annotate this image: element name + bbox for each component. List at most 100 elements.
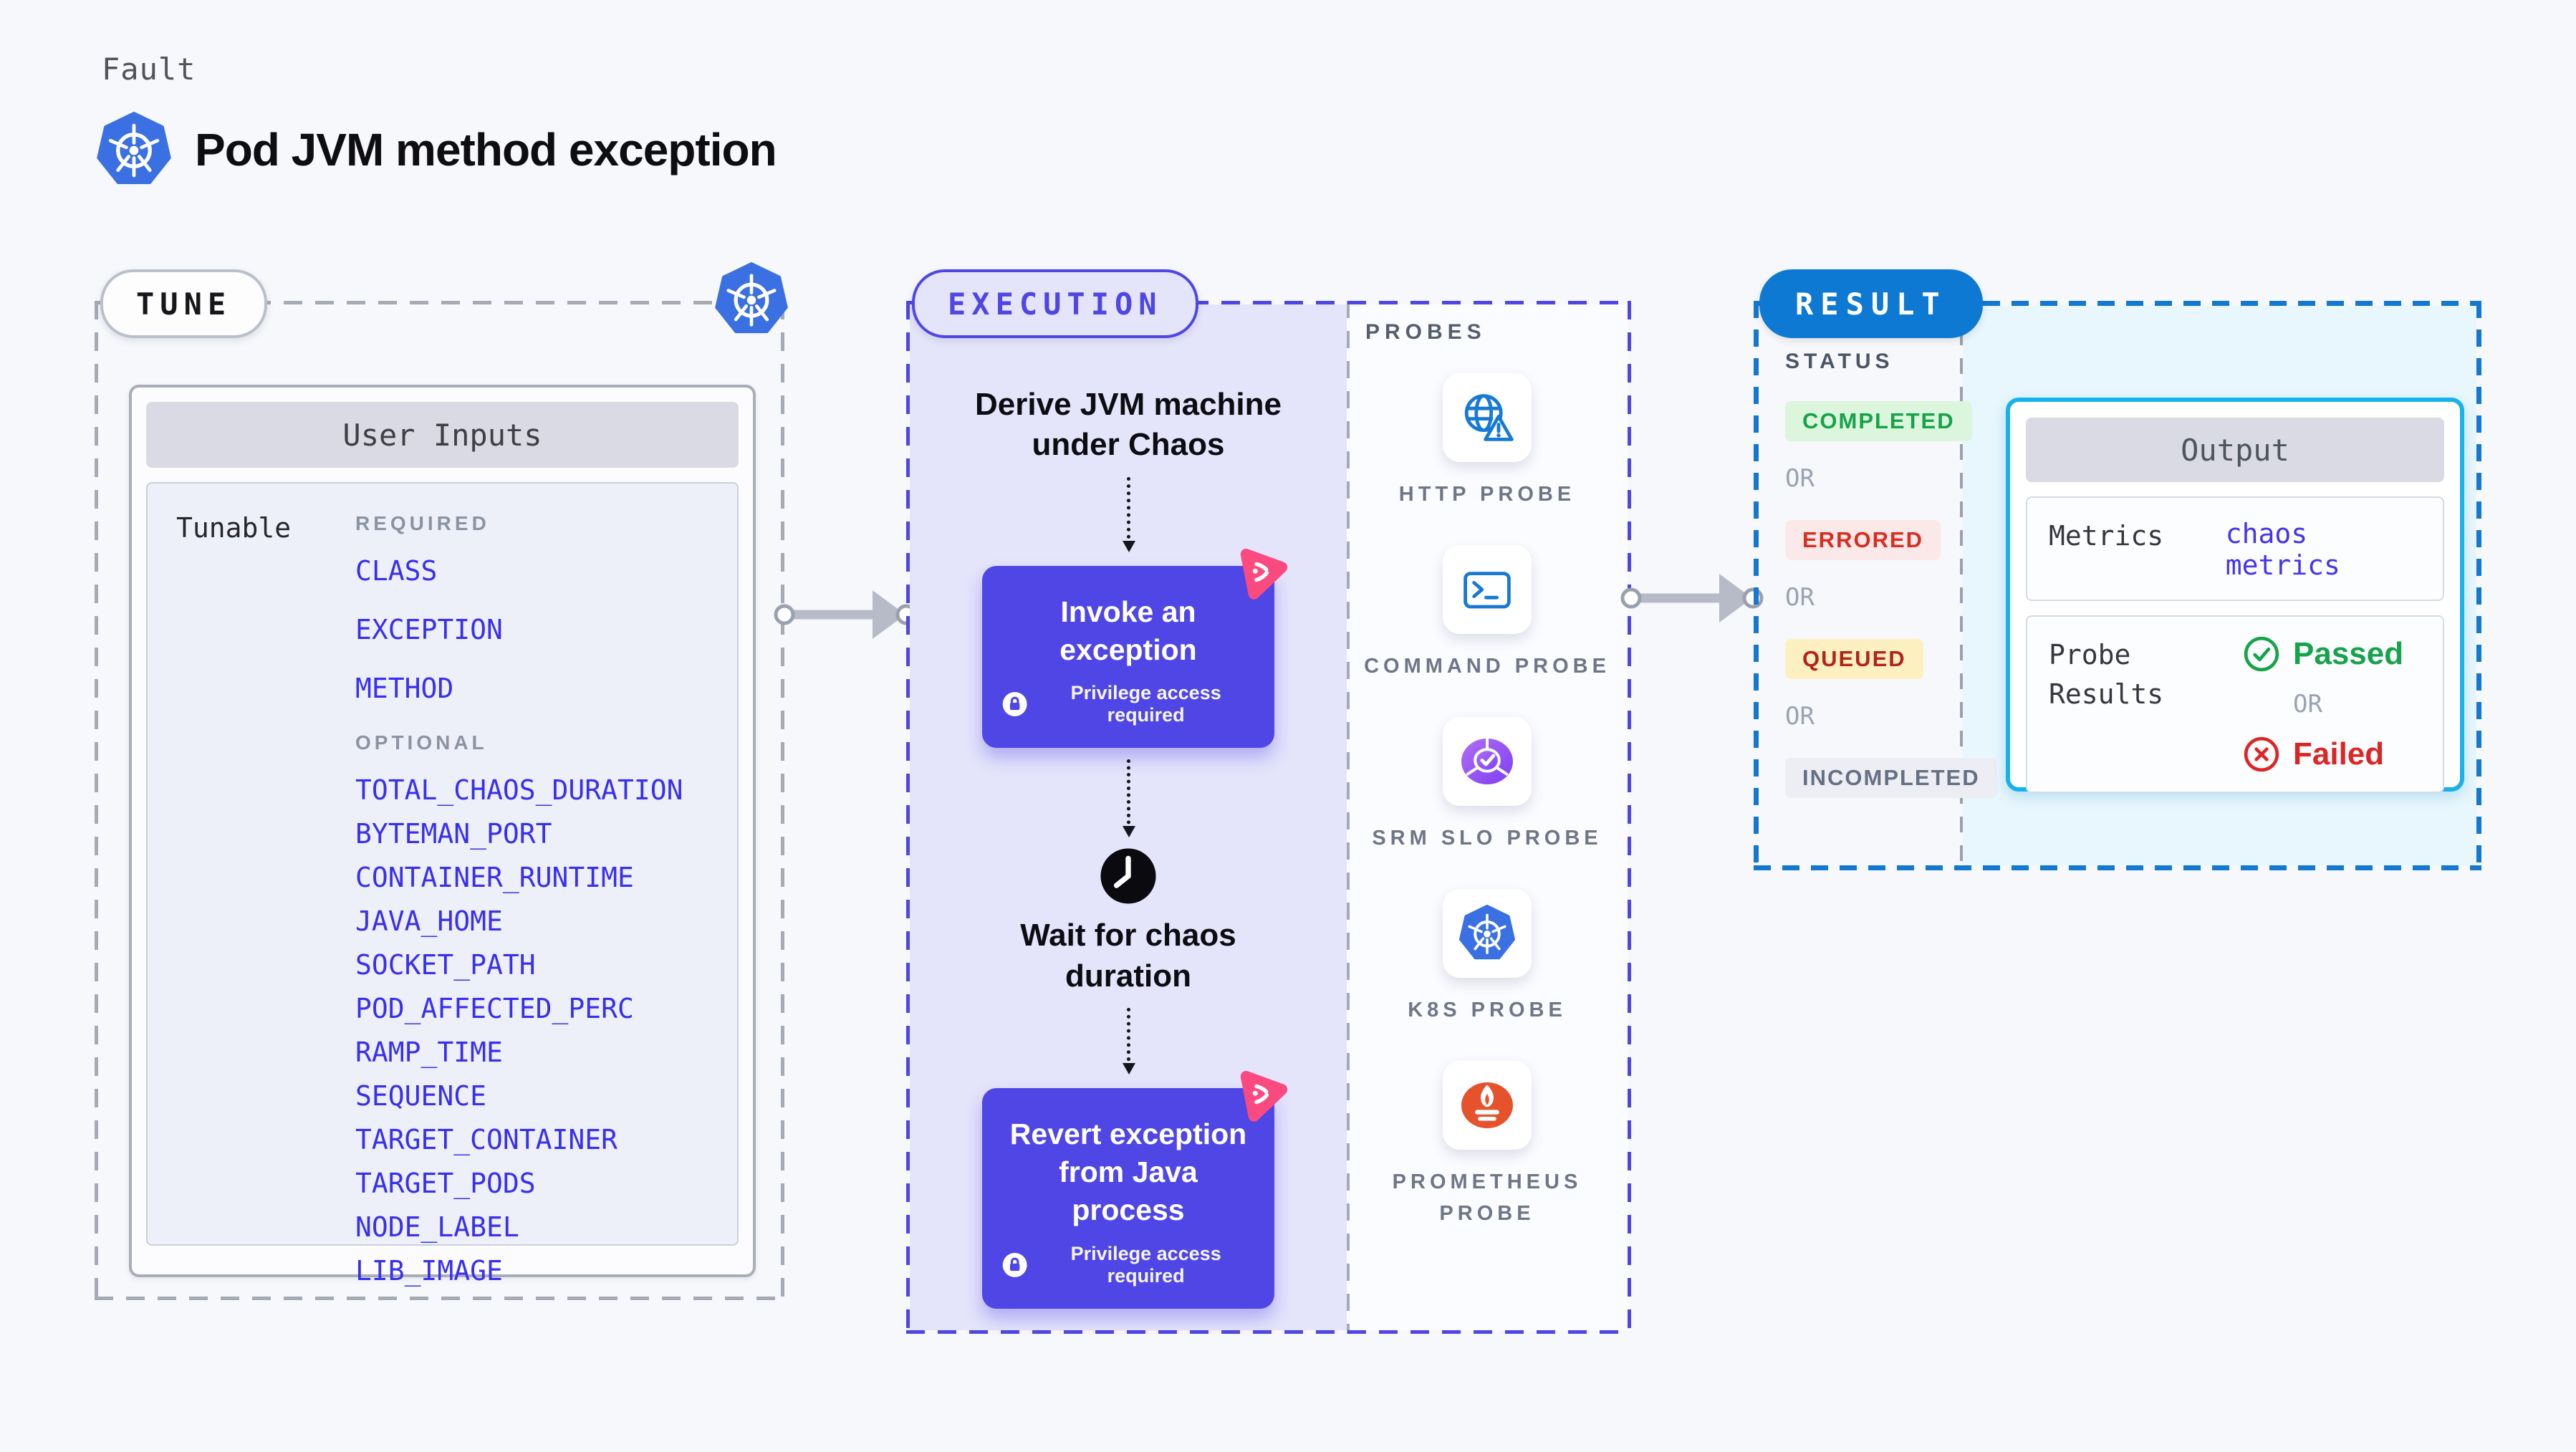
flow-arrow-down bbox=[1122, 476, 1135, 552]
probes-heading: PROBES bbox=[1365, 320, 1486, 344]
result-pill: RESULT bbox=[1759, 269, 1983, 338]
result-border-bottom bbox=[1754, 865, 2481, 870]
tune-border-top bbox=[95, 301, 784, 304]
tunable-row-label: Tunable bbox=[176, 512, 292, 544]
probes-separator bbox=[1347, 301, 1350, 1334]
tunable-sequence: SEQUENCE bbox=[355, 1080, 487, 1112]
flow-arrow-down bbox=[1122, 1007, 1135, 1074]
execution-border-right bbox=[1628, 301, 1631, 1334]
tune-pill: TUNE bbox=[100, 269, 268, 338]
step-derive-label: Derive JVM machine under Chaos bbox=[975, 387, 1282, 463]
tunable-total-chaos-duration: TOTAL_CHAOS_DURATION bbox=[355, 774, 683, 806]
status-badge-completed: COMPLETED bbox=[1785, 401, 1972, 441]
probe-results-row: Probe Results Passed OR bbox=[2026, 615, 2444, 793]
invoke-exception-label: Invoke an exception bbox=[1059, 595, 1197, 666]
status-badge-incompleted: INCOMPLETED bbox=[1785, 758, 1997, 798]
status-heading: STATUS bbox=[1785, 350, 1894, 373]
passed-label: Passed bbox=[2293, 636, 2404, 671]
tunable-socket-path: SOCKET_PATH bbox=[355, 949, 536, 981]
execution-border-left bbox=[906, 301, 910, 1334]
chaos-icon bbox=[1240, 1070, 1288, 1122]
output-card: Output Metrics chaos metrics Probe Resul… bbox=[2006, 398, 2464, 793]
probe-label: PROMETHEUS PROBE bbox=[1392, 1170, 1582, 1225]
failed-line: Failed bbox=[2243, 736, 2403, 773]
chaos-icon bbox=[1240, 548, 1288, 600]
probe-srm-slo: SRM SLO PROBE bbox=[1347, 717, 1628, 889]
flow-arrow-down bbox=[1122, 759, 1135, 838]
tunable-container-runtime: CONTAINER_RUNTIME bbox=[355, 862, 634, 893]
probe-label: HTTP PROBE bbox=[1398, 483, 1576, 506]
execution-border-top bbox=[906, 301, 1631, 304]
metrics-label: Metrics bbox=[2049, 520, 2164, 552]
tune-border-bottom bbox=[95, 1297, 784, 1300]
page-title-row: Pod JVM method exception bbox=[96, 112, 777, 188]
metrics-value: chaos metrics bbox=[2225, 518, 2340, 581]
tunable-class: CLASS bbox=[355, 555, 438, 587]
result-border-right bbox=[2476, 301, 2481, 870]
tunable-target-container: TARGET_CONTAINER bbox=[355, 1124, 618, 1155]
probe-http: HTTP PROBE bbox=[1347, 373, 1628, 545]
slo-pie-check-icon bbox=[1461, 737, 1513, 784]
optional-group-label: OPTIONAL bbox=[355, 731, 488, 754]
tunable-exception: EXCEPTION bbox=[355, 614, 503, 645]
tunable-ramp-time: RAMP_TIME bbox=[355, 1037, 503, 1068]
tune-section: TUNE User Inputs Tunable REQUIRED CLASS … bbox=[95, 262, 788, 1300]
privilege-note: Privilege access required bbox=[1002, 1243, 1254, 1287]
step-wait-label: Wait for chaos duration bbox=[1020, 918, 1236, 994]
check-circle-icon bbox=[2244, 636, 2279, 672]
output-title: Output bbox=[2026, 418, 2444, 482]
lock-icon bbox=[1002, 1252, 1027, 1277]
user-inputs-title: User Inputs bbox=[146, 402, 739, 468]
probe-card bbox=[1443, 1061, 1532, 1150]
execution-section: EXECUTION Derive JVM machine under Chaos… bbox=[906, 269, 1631, 1334]
or-separator: OR bbox=[1785, 583, 1815, 612]
tunable-target-pods: TARGET_PODS bbox=[355, 1168, 536, 1199]
privilege-label: Privilege access required bbox=[1070, 1242, 1221, 1287]
metrics-row: Metrics chaos metrics bbox=[2026, 496, 2444, 601]
status-column: STATUS COMPLETED OR ERRORED OR QUEUED OR… bbox=[1754, 301, 1997, 870]
tune-border-right bbox=[781, 301, 784, 1300]
fault-kicker: Fault bbox=[102, 52, 196, 87]
user-inputs-card: User Inputs Tunable REQUIRED CLASS EXCEP… bbox=[129, 385, 756, 1287]
status-badge-queued: QUEUED bbox=[1785, 639, 1923, 679]
failed-label: Failed bbox=[2293, 736, 2385, 771]
result-border-top bbox=[1754, 301, 2481, 306]
lock-icon bbox=[1002, 692, 1027, 717]
kubernetes-icon bbox=[715, 262, 788, 334]
invoke-exception-node: Invoke an exception Privilege access req… bbox=[982, 548, 1288, 749]
clock-icon bbox=[1100, 848, 1156, 904]
probes-column: PROBES bbox=[1347, 304, 1628, 1330]
kubernetes-icon bbox=[1458, 905, 1516, 960]
tunable-node-label: NODE_LABEL bbox=[355, 1211, 519, 1243]
probe-label: SRM SLO PROBE bbox=[1372, 827, 1602, 850]
tune-to-execution-arrow bbox=[774, 590, 917, 639]
probes-lane bbox=[1347, 304, 1628, 1330]
prometheus-flame-icon bbox=[1461, 1082, 1513, 1128]
probe-label: K8S PROBE bbox=[1408, 999, 1567, 1021]
or-separator: OR bbox=[1785, 702, 1815, 731]
required-group-label: REQUIRED bbox=[355, 512, 490, 534]
tune-border-left bbox=[95, 301, 98, 1300]
x-circle-icon bbox=[2244, 736, 2279, 772]
status-separator bbox=[1960, 301, 1963, 870]
revert-exception-label: Revert exception from Java process bbox=[1009, 1117, 1247, 1227]
tunables-list: Tunable REQUIRED CLASS EXCEPTION METHOD … bbox=[146, 482, 739, 1287]
probe-card bbox=[1443, 545, 1532, 634]
execution-border-bottom bbox=[906, 1330, 1631, 1334]
probe-card bbox=[1443, 717, 1532, 806]
status-badge-errored: ERRORED bbox=[1785, 520, 1941, 560]
probe-card bbox=[1443, 373, 1532, 462]
execution-pill: EXECUTION bbox=[912, 269, 1198, 338]
result-section: RESULT STATUS COMPLETED OR ERRORED OR QU… bbox=[1754, 269, 2481, 870]
passed-line: Passed bbox=[2243, 635, 2403, 673]
terminal-icon bbox=[1464, 572, 1511, 609]
tunable-byteman-port: BYTEMAN_PORT bbox=[355, 818, 552, 850]
privilege-label: Privilege access required bbox=[1070, 682, 1221, 726]
kubernetes-icon bbox=[97, 112, 171, 185]
or-separator: OR bbox=[1785, 464, 1815, 493]
probe-card bbox=[1443, 889, 1532, 978]
tunable-java-home: JAVA_HOME bbox=[355, 905, 503, 937]
probe-results-label: Probe Results bbox=[2049, 639, 2164, 711]
privilege-note: Privilege access required bbox=[1002, 682, 1254, 726]
